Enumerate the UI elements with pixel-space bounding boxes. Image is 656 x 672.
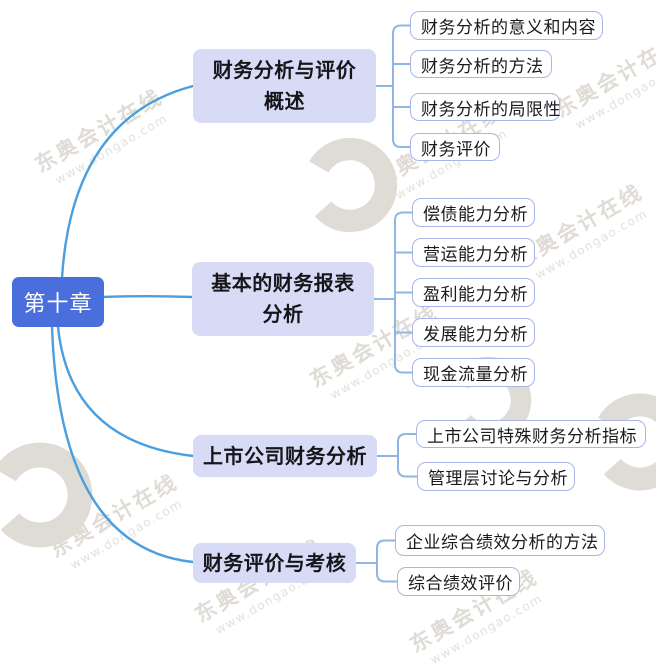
leaf-node-1-1[interactable]: 营运能力分析 — [412, 238, 535, 267]
leaf-node-1-0[interactable]: 偿债能力分析 — [412, 198, 535, 227]
leaf-node-1-4[interactable]: 现金流量分析 — [412, 358, 535, 387]
leaf-node-3-0[interactable]: 企业综合绩效分析的方法 — [395, 525, 605, 556]
branch-node-3[interactable]: 财务评价与考核 — [193, 543, 356, 583]
connector-root-branch-1 — [101, 295, 194, 299]
branch-node-1[interactable]: 基本的财务报表分析 — [192, 262, 374, 336]
connector-root-branch-0 — [60, 84, 195, 280]
leaf-node-3-1[interactable]: 综合绩效评价 — [397, 567, 520, 596]
leaf-node-2-0[interactable]: 上市公司特殊财务分析指标 — [416, 420, 646, 448]
branch-label-line: 上市公司财务分析 — [203, 443, 367, 468]
leaf-node-0-1[interactable]: 财务分析的方法 — [410, 50, 552, 78]
leaf-node-0-3[interactable]: 财务评价 — [410, 133, 500, 161]
branch-label-line: 基本的财务报表 — [211, 271, 355, 295]
connector-trunk-elbow-0 — [392, 24, 411, 148]
watermark-logo-icon — [302, 137, 398, 233]
branch-label-line: 分析 — [262, 302, 304, 326]
branch-label-line: 财务评价与考核 — [202, 550, 347, 575]
connector-lines — [50, 24, 418, 583]
connector-root-branch-3 — [50, 325, 195, 564]
branch-label-line: 概述 — [264, 89, 305, 113]
leaf-node-0-2[interactable]: 财务分析的局限性 — [410, 93, 561, 121]
connector-root-branch-2 — [56, 325, 195, 458]
branch-label-line: 财务分析与评价 — [212, 58, 357, 82]
connector-trunk-elbow-2 — [397, 433, 418, 478]
watermark-logo-icon — [0, 442, 93, 548]
node-layer: 第十章 财务分析与评价概述财务分析的意义和内容财务分析的方法财务分析的局限性财务… — [12, 11, 646, 596]
leaf-node-1-3[interactable]: 发展能力分析 — [412, 318, 535, 347]
leaf-node-0-0[interactable]: 财务分析的意义和内容 — [410, 11, 603, 40]
branch-node-0[interactable]: 财务分析与评价概述 — [193, 49, 376, 123]
leaf-node-1-2[interactable]: 盈利能力分析 — [412, 278, 535, 307]
leaf-node-2-1[interactable]: 管理层讨论与分析 — [417, 462, 575, 491]
connector-trunk-elbow-3 — [376, 539, 398, 583]
branch-node-2[interactable]: 上市公司财务分析 — [193, 435, 377, 477]
root-node[interactable]: 第十章 — [12, 277, 104, 327]
